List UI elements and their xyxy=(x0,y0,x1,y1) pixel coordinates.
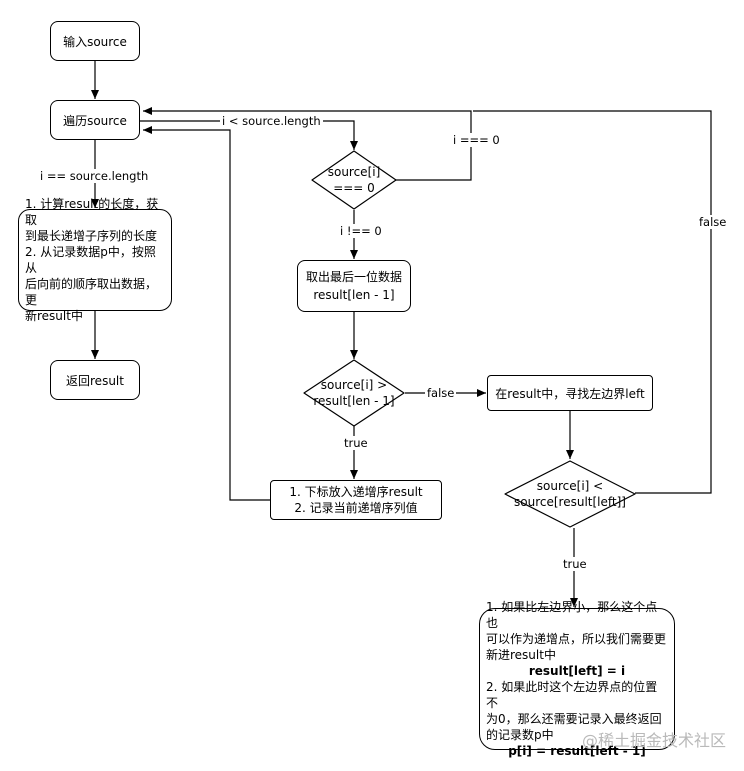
compute-line-2: 到最长递增子序列的长度 xyxy=(25,229,158,243)
update-line-3: 新进result中 xyxy=(486,648,556,662)
return-result-label: 返回result xyxy=(66,373,124,388)
check-zero-line-2: === 0 xyxy=(333,181,375,195)
update-result-node: 1. 如果比左边界小，那么这个点也 可以作为递增点，所以我们需要更 新进resu… xyxy=(479,600,675,758)
diamond-compare-last xyxy=(303,359,405,427)
take-last-line-2: result[len - 1] xyxy=(313,288,395,302)
edge-label-true-2: true xyxy=(561,557,589,571)
compare-left-line-1: source[i] < xyxy=(536,479,604,493)
update-line-6: 的记录数p中 xyxy=(486,728,554,742)
compute-line-1: 1. 计算result的长度，获取 xyxy=(25,197,159,227)
take-last-node: 取出最后一位数据 result[len - 1] xyxy=(297,260,411,312)
traverse-source-label: 遍历source xyxy=(63,113,127,128)
edge-compareleft-traverse xyxy=(473,110,712,494)
compute-result-node: 1. 计算result的长度，获取 到最长递增子序列的长度 2. 从记录数据p中… xyxy=(18,197,172,323)
compute-line-4: 后向前的顺序取出数据，更 xyxy=(25,277,158,307)
edge-label-false-1: false xyxy=(425,386,457,400)
edge-label-false-2: false xyxy=(697,215,729,229)
update-line-1: 1. 如果比左边界小，那么这个点也 xyxy=(486,600,658,630)
compare-left-label: source[i] < source[result[left]] xyxy=(505,477,635,511)
compute-line-5: 新result中 xyxy=(25,309,83,323)
update-code-2: p[i] = result[left - 1] xyxy=(508,744,646,758)
check-zero-line-1: source[i] xyxy=(327,165,381,179)
find-left-node: 在result中，寻找左边界left xyxy=(487,375,653,411)
diamond-compare-left xyxy=(504,460,636,528)
compare-last-line-2: result[len - 1] xyxy=(313,394,395,408)
edge-label-i-eq-len: i == source.length xyxy=(38,169,151,183)
update-line-5: 为0，那么还需要记录入最终返回 xyxy=(486,712,662,726)
return-result-node: 返回result xyxy=(50,360,140,400)
update-line-2: 可以作为递增点，所以我们需要更 xyxy=(486,632,667,646)
compare-left-line-2: source[result[left]] xyxy=(514,495,626,509)
edge-push-traverse xyxy=(143,126,270,501)
take-last-line-1: 取出最后一位数据 xyxy=(305,270,402,284)
edge-label-i-ne-0: i !== 0 xyxy=(338,224,384,238)
compare-last-line-1: source[i] > xyxy=(320,378,388,392)
edge-traverse-checkzero xyxy=(140,120,358,150)
diamond-check-zero xyxy=(311,150,397,210)
input-source-label: 输入source xyxy=(63,34,127,49)
watermark: @稀土掘金技术社区 xyxy=(581,731,726,750)
check-zero-label: source[i] === 0 xyxy=(314,163,394,197)
input-source-node: 输入source xyxy=(50,21,140,61)
find-left-label: 在result中，寻找左边界left xyxy=(495,386,645,401)
push-line-2: 2. 记录当前递增序列值 xyxy=(294,501,418,515)
compare-last-label: source[i] > result[len - 1] xyxy=(304,376,404,410)
compute-line-3: 2. 从记录数据p中，按照从 xyxy=(25,245,156,275)
edge-label-i-eq-0: i === 0 xyxy=(451,133,502,147)
traverse-source-node: 遍历source xyxy=(50,100,140,140)
edge-label-true-1: true xyxy=(342,436,370,450)
push-line-1: 1. 下标放入递增序result xyxy=(289,485,423,499)
push-result-node: 1. 下标放入递增序result 2. 记录当前递增序列值 xyxy=(270,480,442,520)
update-code-1: result[left] = i xyxy=(528,664,626,678)
update-line-4: 2. 如果此时这个左边界点的位置不 xyxy=(486,680,658,710)
edge-label-i-lt-len: i < source.length xyxy=(220,114,323,128)
